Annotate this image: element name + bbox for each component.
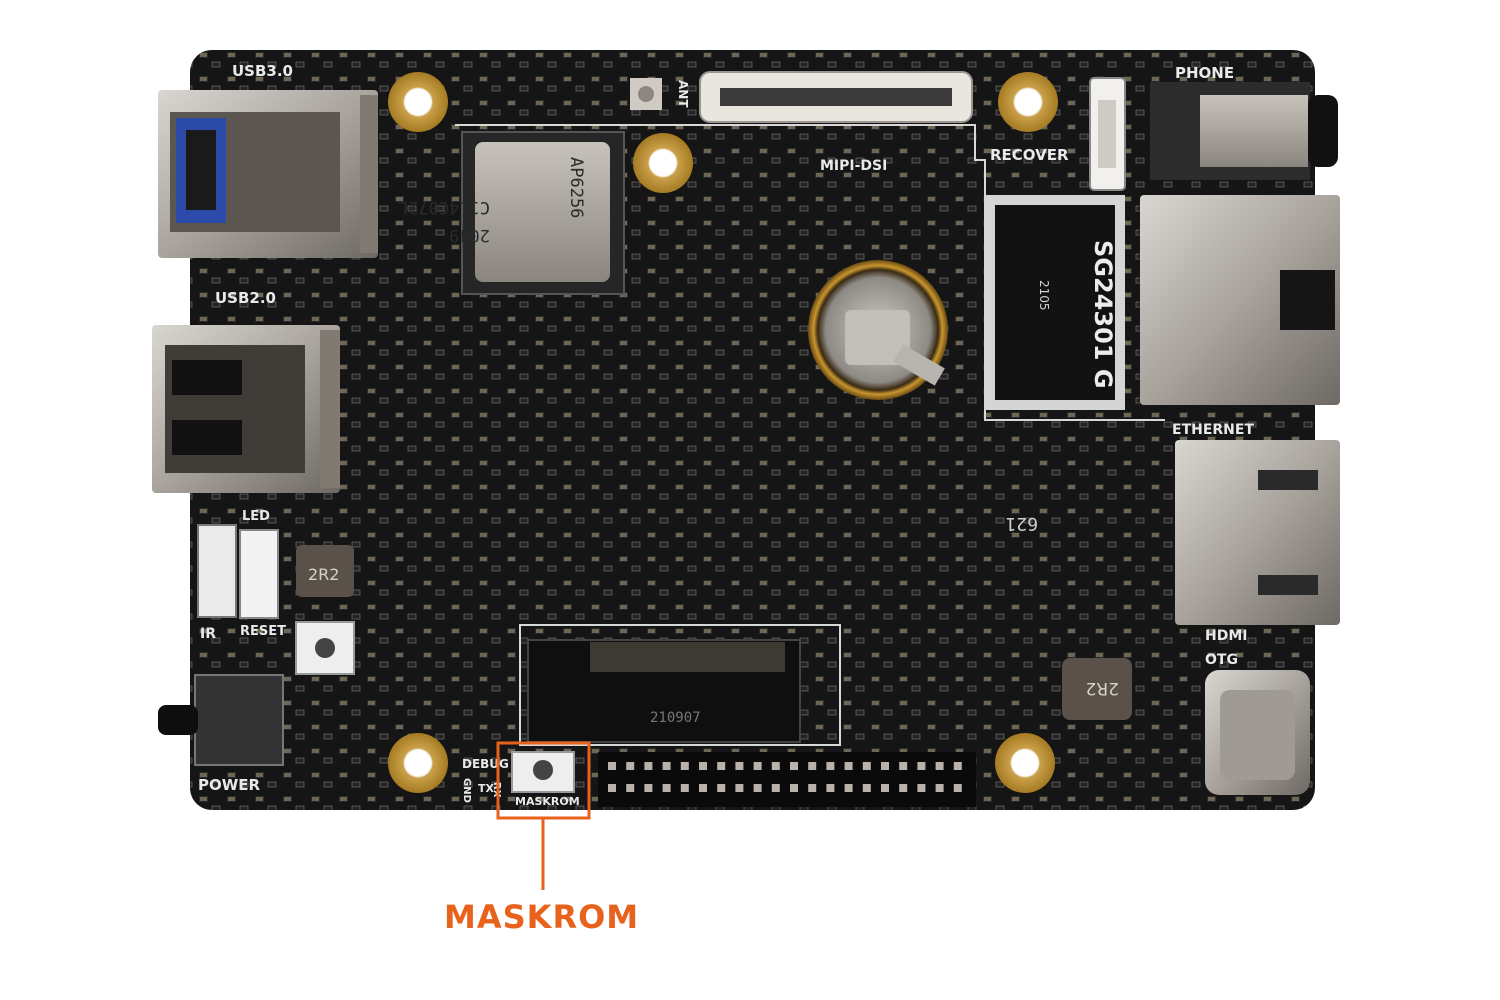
- gpio-pin: [826, 762, 835, 770]
- gpio-pin: [626, 762, 635, 770]
- usb2-label: USB2.0: [215, 289, 276, 307]
- phone-jack: [1150, 82, 1338, 180]
- power-switch: [158, 674, 284, 766]
- gpio-pin: [717, 762, 726, 770]
- coin-cell-battery: [808, 260, 948, 400]
- wifi-chip-line2: C114C072L: [398, 197, 490, 217]
- gnd-label: GND: [461, 778, 472, 803]
- inductor-right: 2R2: [1062, 658, 1132, 720]
- gpio-pin: [808, 762, 817, 770]
- maskrom-silk-label: MASKROM: [515, 795, 580, 808]
- otg-label: OTG: [1205, 652, 1238, 668]
- gpio-pin: [753, 784, 762, 792]
- pcb-marking: 621: [1005, 513, 1038, 534]
- wifi-chip-line3: 2049: [449, 225, 490, 245]
- gpio-pin: [917, 784, 926, 792]
- led-ir-area: [197, 524, 279, 619]
- reset-label: RESET: [240, 624, 286, 639]
- recover-label: RECOVER: [990, 146, 1069, 164]
- gpio-pin: [608, 784, 616, 792]
- wifi-chip-line1: AP6256: [566, 157, 586, 218]
- ethernet-label: ETHERNET: [1172, 422, 1254, 438]
- debug-label: DEBUG: [462, 757, 509, 771]
- gpio-pin: [771, 784, 780, 792]
- reset-button: [295, 621, 355, 675]
- gpio-pin: [899, 784, 908, 792]
- ethernet-transformer-marking: SG24301 G: [1089, 240, 1117, 389]
- gpio-pin: [808, 784, 817, 792]
- gpio-pin: [790, 762, 798, 770]
- gpio-pin: [644, 784, 653, 792]
- inductor-left: 2R2: [296, 545, 354, 597]
- gpio-pin: [680, 762, 689, 770]
- gpio-pin: [735, 762, 744, 770]
- gpio-pin: [771, 762, 780, 770]
- gpio-pin: [644, 762, 653, 770]
- recover-button: [1089, 77, 1126, 191]
- gpio-header: [598, 752, 976, 807]
- mipi-dsi-connector: [699, 71, 973, 123]
- gpio-pin: [881, 762, 889, 770]
- m2-slot-code: 210907: [650, 710, 701, 726]
- gpio-pin: [680, 784, 689, 792]
- gpio-pin: [953, 784, 962, 792]
- maskrom-callout-label: MASKROM: [444, 898, 640, 936]
- maskrom-callout: [496, 741, 591, 890]
- ant-label: ANT: [676, 80, 690, 108]
- hdmi-port: [1175, 440, 1340, 625]
- m2-slot: 210907: [527, 639, 801, 743]
- gpio-pin: [699, 762, 707, 770]
- phone-label: PHONE: [1175, 64, 1234, 82]
- gpio-pin: [881, 784, 889, 792]
- antenna-connector: [630, 78, 662, 110]
- gpio-pin: [662, 784, 671, 792]
- gpio-pin: [844, 784, 853, 792]
- usb3-label: USB3.0: [232, 62, 293, 80]
- gpio-pin: [935, 784, 944, 792]
- gpio-pin: [862, 762, 871, 770]
- gpio-pin: [862, 784, 871, 792]
- gpio-pin: [608, 762, 616, 770]
- led-label: LED: [242, 509, 270, 524]
- ir-label: IR: [200, 626, 216, 642]
- gpio-pin: [626, 784, 635, 792]
- usb2-port: [152, 325, 340, 493]
- gpio-pin: [662, 762, 671, 770]
- usb3-port: [158, 90, 378, 258]
- otg-port: [1205, 670, 1310, 795]
- tx-label: TX: [478, 782, 495, 795]
- gpio-pin: [917, 762, 926, 770]
- gpio-pin: [717, 784, 726, 792]
- gpio-pin: [753, 762, 762, 770]
- mipi-dsi-label: MIPI-DSI: [820, 158, 887, 174]
- gpio-pin: [953, 762, 962, 770]
- ethernet-port: [1140, 195, 1340, 405]
- wifi-module: AP6256 2049 C114C072L: [398, 131, 625, 295]
- hdmi-label: HDMI: [1205, 628, 1247, 644]
- gpio-pin: [699, 784, 707, 792]
- power-label: POWER: [198, 776, 261, 794]
- gpio-pin: [735, 784, 744, 792]
- maskrom-button: [511, 751, 575, 793]
- inductor-right-marking: 2R2: [1086, 678, 1119, 698]
- ethernet-transformer-code: 2105: [1037, 280, 1051, 311]
- gpio-pin: [844, 762, 853, 770]
- mounting-holes: [388, 72, 1058, 793]
- gpio-pin: [935, 762, 944, 770]
- gpio-pin: [790, 784, 798, 792]
- inductor-left-marking: 2R2: [308, 565, 339, 584]
- ethernet-transformer: SG24301 G 2105: [985, 195, 1125, 410]
- gpio-pin: [826, 784, 835, 792]
- gpio-pin: [899, 762, 908, 770]
